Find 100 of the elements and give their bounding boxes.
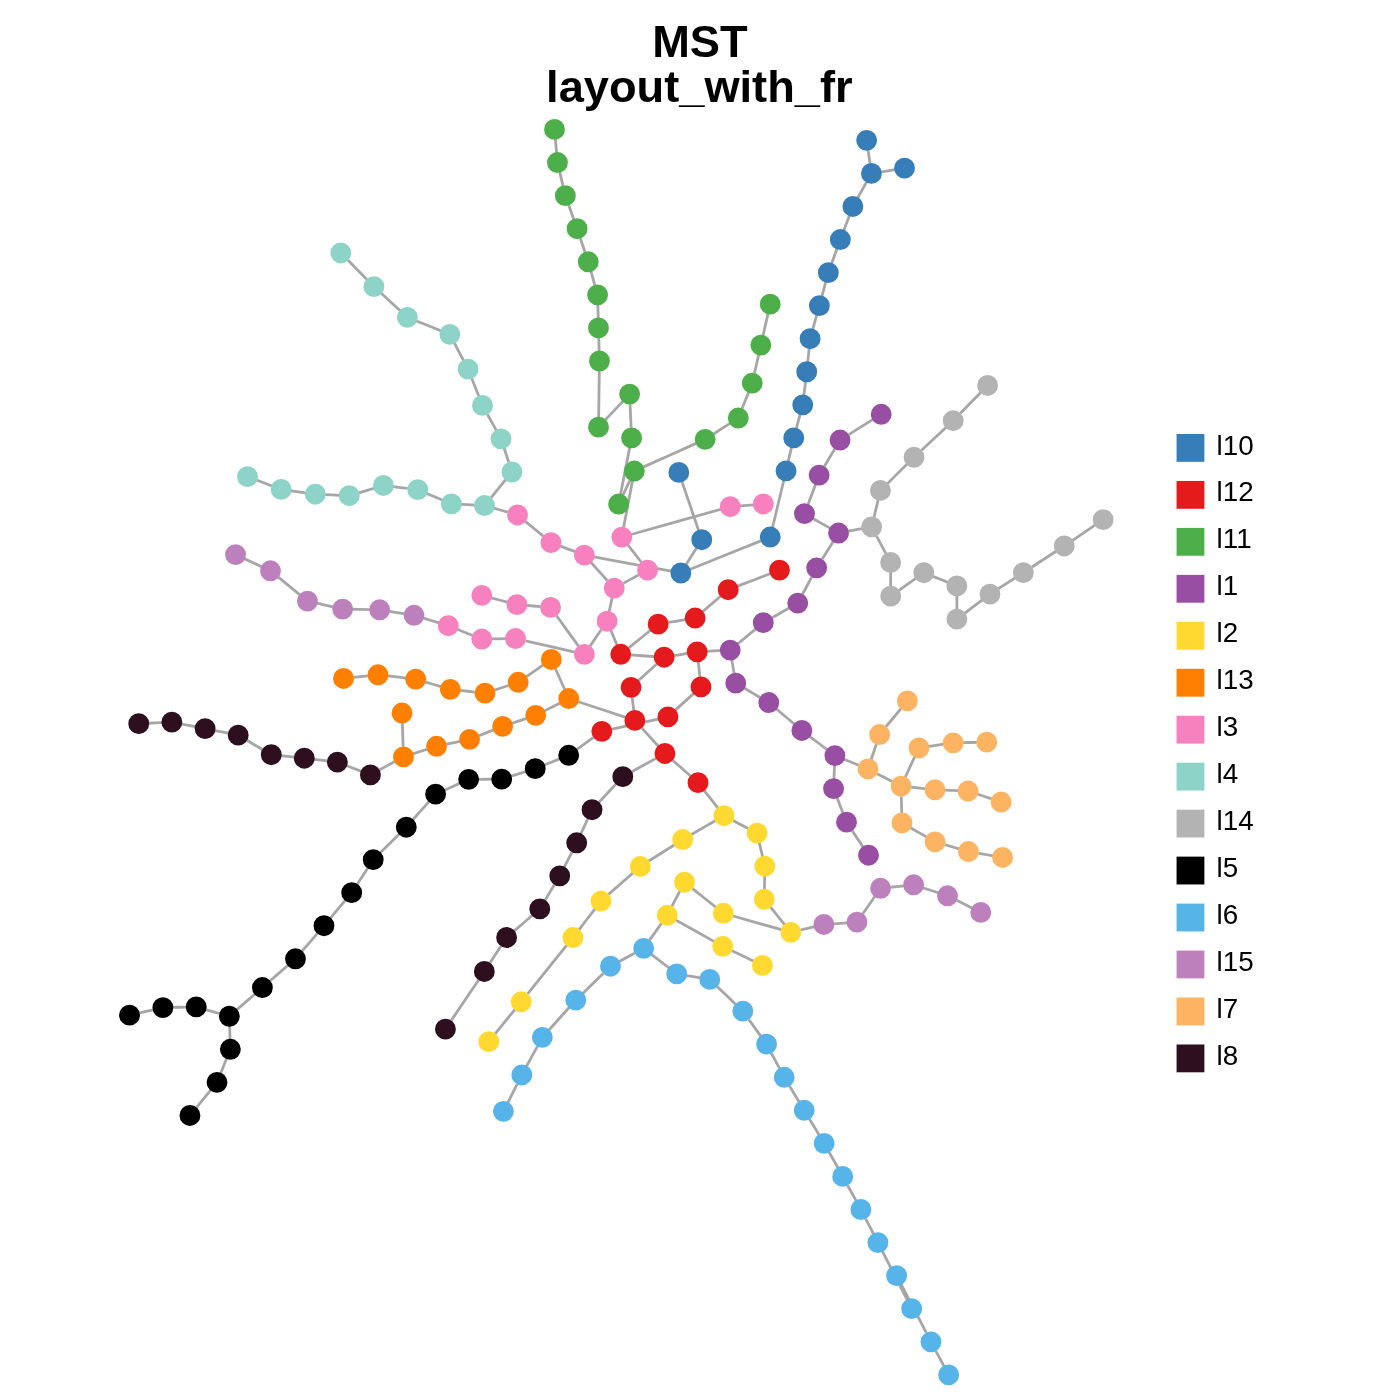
connector (802, 381, 807, 396)
node-circle (890, 775, 912, 797)
connector (589, 270, 597, 286)
connector (864, 1217, 875, 1235)
connector (597, 370, 601, 418)
connector (637, 663, 658, 682)
node-circle (861, 516, 883, 538)
node-circle (817, 262, 839, 283)
node-circle (647, 613, 669, 635)
connector (786, 446, 793, 462)
node-circle (633, 937, 655, 959)
node-circle (573, 544, 595, 566)
node-circle (581, 799, 603, 821)
node-circle (759, 526, 781, 548)
node-circle (152, 997, 174, 1018)
node-circle (313, 915, 335, 937)
node-circle (128, 713, 150, 735)
connector (690, 819, 716, 836)
connector (823, 447, 837, 467)
node-circle (780, 921, 802, 943)
node-circle (510, 991, 532, 1013)
connector (453, 342, 465, 361)
connector (525, 1045, 539, 1067)
node-circle (395, 816, 417, 838)
node-circle (861, 162, 882, 184)
connector (909, 826, 928, 839)
connector (680, 481, 700, 531)
connector (801, 575, 814, 595)
node-circle (672, 829, 694, 850)
legend-label: l5 (1216, 852, 1239, 884)
node-circle (589, 350, 610, 372)
connector (626, 543, 643, 564)
connector (771, 479, 786, 528)
connector (955, 595, 959, 610)
connector (493, 684, 509, 692)
node-circle (970, 901, 992, 923)
node-circle (473, 961, 495, 982)
connector (329, 899, 347, 919)
node-circle (260, 744, 282, 766)
legend-label: l14 (1216, 805, 1254, 837)
connector (353, 674, 368, 679)
node-circle (913, 562, 935, 584)
connector (589, 561, 609, 582)
connector (861, 895, 876, 916)
connector (543, 701, 561, 713)
node-circle (666, 963, 688, 985)
node-circle (719, 496, 741, 518)
connector (647, 843, 676, 863)
node-circle (686, 641, 708, 663)
node-circle (161, 711, 183, 733)
node-circle (629, 856, 651, 877)
connector (899, 796, 904, 814)
connector (648, 922, 663, 941)
node-circle (829, 429, 851, 451)
node-circle (619, 383, 641, 405)
node-circle (712, 935, 734, 957)
node-circle (687, 772, 709, 794)
node-circle (880, 585, 902, 607)
node-circle (471, 584, 493, 606)
node-circle (251, 977, 273, 998)
connector (928, 742, 944, 748)
node-circle (690, 676, 712, 698)
node-circle (293, 747, 315, 769)
node-circle (426, 735, 447, 757)
node-circle (946, 575, 968, 597)
connector (358, 486, 375, 495)
node-circle (393, 746, 414, 768)
connector (944, 788, 959, 793)
connector (808, 1117, 821, 1136)
node-circle (540, 596, 561, 618)
connector (812, 517, 831, 530)
connector (740, 391, 750, 409)
connector (491, 637, 506, 641)
node-circle (218, 1005, 240, 1027)
node-circle (547, 152, 568, 173)
connector (506, 1083, 519, 1104)
node-circle (946, 608, 968, 630)
connector (412, 748, 428, 756)
connector (808, 735, 829, 751)
connector (486, 413, 498, 432)
connector (269, 964, 289, 982)
diagram-title: MST layout_with_fr (546, 15, 853, 113)
connector (795, 413, 802, 429)
node-circle (691, 529, 713, 551)
node-circle (590, 890, 612, 912)
node-circle (459, 728, 480, 750)
node-circle (603, 577, 625, 599)
node-circle (608, 493, 630, 515)
connector (959, 391, 982, 415)
connector (219, 1057, 228, 1074)
node-circle (440, 493, 462, 515)
connector (526, 944, 568, 995)
connector (753, 354, 761, 374)
node-circle (621, 427, 642, 449)
connector (684, 547, 698, 566)
node-circle (359, 764, 381, 786)
connector (301, 932, 319, 953)
connector (489, 478, 507, 499)
node-circle (577, 251, 599, 273)
connector (1031, 550, 1057, 569)
